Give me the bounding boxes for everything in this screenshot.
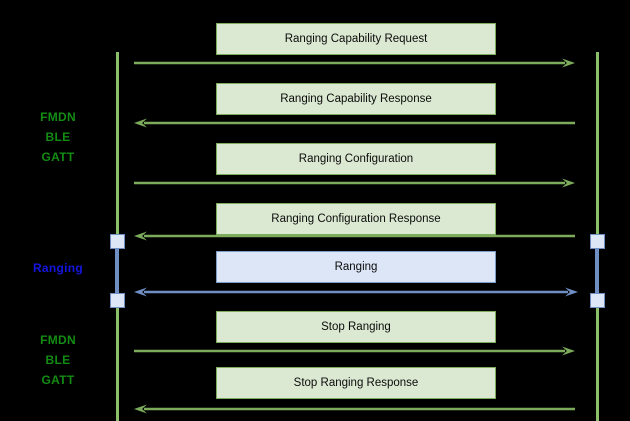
message-arrow [134, 346, 575, 356]
phase-label-ranging: Ranging [32, 261, 84, 275]
message-arrow [134, 231, 575, 241]
message-arrow [134, 287, 578, 297]
message-arrow [134, 404, 575, 414]
message-label: Ranging [334, 261, 378, 273]
left-activation-bar [115, 241, 119, 300]
right-activation-marker [589, 233, 605, 249]
message-label: Ranging Configuration Response [271, 213, 441, 225]
message-box: Ranging Capability Request [216, 23, 496, 55]
message-box: Ranging Capability Response [216, 83, 496, 115]
message-label: Ranging Configuration [298, 153, 414, 165]
message-arrow [134, 118, 575, 128]
message-box: Stop Ranging Response [216, 367, 496, 399]
message-arrow [134, 178, 575, 188]
message-label: Stop Ranging [321, 321, 391, 333]
message-label: Stop Ranging Response [293, 377, 419, 389]
message-label: Ranging Capability Response [280, 93, 432, 105]
right-activation-marker [589, 292, 605, 308]
message-box: Ranging [216, 251, 496, 283]
message-box: Ranging Configuration Response [216, 203, 496, 235]
right-activation-bar [595, 241, 599, 300]
message-label: Ranging Capability Request [284, 33, 428, 45]
message-arrow [134, 58, 575, 68]
message-box: Stop Ranging [216, 311, 496, 343]
left-activation-marker [109, 292, 125, 308]
left-activation-marker [109, 233, 125, 249]
phase-label-fmdn-ble-gatt-top: FMDN BLE GATT [40, 110, 76, 164]
phase-label-fmdn-ble-gatt-bottom: FMDN BLE GATT [40, 333, 76, 387]
message-box: Ranging Configuration [216, 143, 496, 175]
